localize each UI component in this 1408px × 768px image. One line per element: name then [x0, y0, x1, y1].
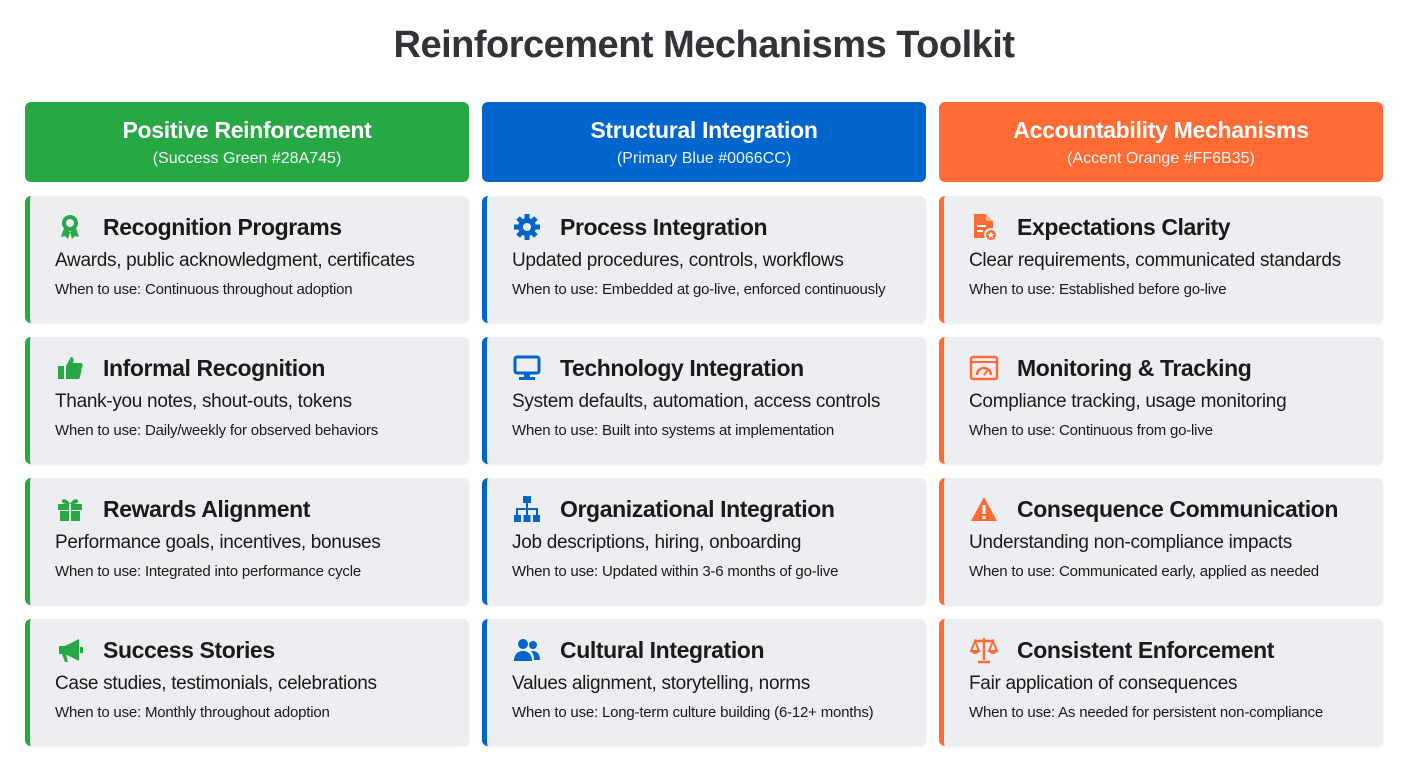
- card-title: Consequence Communication: [1017, 495, 1338, 522]
- award-ribbon-icon: [55, 212, 85, 242]
- card-when-to-use: When to use: Communicated early, applied…: [969, 563, 1319, 580]
- card-description: Performance goals, incentives, bonuses: [55, 532, 381, 553]
- card-when-to-use: When to use: Updated within 3-6 months o…: [512, 563, 839, 580]
- card-title: Expectations Clarity: [1017, 213, 1231, 240]
- mechanism-card: Monitoring & Tracking Compliance trackin…: [939, 337, 1383, 464]
- column-header: Structural Integration (Primary Blue #00…: [482, 102, 926, 182]
- gift-icon: [55, 494, 85, 524]
- card-when-to-use: When to use: As needed for persistent no…: [969, 704, 1323, 721]
- mechanism-card: Technology Integration System defaults, …: [482, 337, 926, 464]
- card-when-to-use: When to use: Monthly throughout adoption: [55, 704, 330, 721]
- card-title: Process Integration: [560, 213, 768, 240]
- document-star-icon: [969, 212, 999, 242]
- mechanism-card: Success Stories Case studies, testimonia…: [25, 619, 469, 746]
- column-subtitle: (Accent Orange #FF6B35): [1067, 150, 1255, 167]
- card-description: Understanding non-compliance impacts: [969, 532, 1292, 553]
- card-when-to-use: When to use: Long-term culture building …: [512, 704, 874, 721]
- card-when-to-use: When to use: Built into systems at imple…: [512, 422, 835, 439]
- gear-icon: [512, 212, 542, 242]
- card-description: Awards, public acknowledgment, certifica…: [55, 250, 415, 271]
- card-description: Updated procedures, controls, workflows: [512, 250, 844, 271]
- card-when-to-use: When to use: Continuous throughout adopt…: [55, 281, 353, 298]
- org-chart-icon: [512, 494, 542, 524]
- column-header: Accountability Mechanisms (Accent Orange…: [939, 102, 1383, 182]
- megaphone-icon: [55, 635, 85, 665]
- card-when-to-use: When to use: Integrated into performance…: [55, 563, 361, 580]
- card-title: Consistent Enforcement: [1017, 636, 1275, 663]
- card-when-to-use: When to use: Daily/weekly for observed b…: [55, 422, 379, 439]
- card-title: Rewards Alignment: [103, 495, 311, 522]
- card-title: Recognition Programs: [103, 213, 342, 240]
- mechanism-card: Expectations Clarity Clear requirements,…: [939, 196, 1383, 323]
- card-description: System defaults, automation, access cont…: [512, 391, 881, 412]
- users-icon: [512, 635, 542, 665]
- card-title: Technology Integration: [560, 354, 804, 381]
- monitor-icon: [512, 353, 542, 383]
- column-0: Positive Reinforcement (Success Green #2…: [25, 102, 469, 746]
- card-description: Fair application of consequences: [969, 673, 1238, 694]
- column-header: Positive Reinforcement (Success Green #2…: [25, 102, 469, 182]
- card-description: Thank-you notes, shout-outs, tokens: [55, 391, 352, 412]
- mechanism-card: Cultural Integration Values alignment, s…: [482, 619, 926, 746]
- mechanism-card: Organizational Integration Job descripti…: [482, 478, 926, 605]
- card-when-to-use: When to use: Embedded at go-live, enforc…: [512, 281, 886, 298]
- scales-icon: [969, 635, 999, 665]
- card-description: Values alignment, storytelling, norms: [512, 673, 810, 694]
- card-title: Cultural Integration: [560, 636, 765, 663]
- card-title: Success Stories: [103, 636, 275, 663]
- card-title: Informal Recognition: [103, 354, 326, 381]
- column-1: Structural Integration (Primary Blue #00…: [482, 102, 926, 746]
- card-title: Monitoring & Tracking: [1017, 354, 1252, 381]
- card-description: Clear requirements, communicated standar…: [969, 250, 1341, 271]
- column-subtitle: (Success Green #28A745): [152, 150, 342, 167]
- mechanism-card: Rewards Alignment Performance goals, inc…: [25, 478, 469, 605]
- mechanism-card: Process Integration Updated procedures, …: [482, 196, 926, 323]
- mechanism-card: Consequence Communication Understanding …: [939, 478, 1383, 605]
- card-when-to-use: When to use: Established before go-live: [969, 281, 1227, 298]
- mechanism-card: Informal Recognition Thank-you notes, sh…: [25, 337, 469, 464]
- mechanism-card: Consistent Enforcement Fair application …: [939, 619, 1383, 746]
- column-title: Structural Integration: [590, 117, 818, 143]
- card-description: Job descriptions, hiring, onboarding: [512, 532, 802, 553]
- thumbs-up-icon: [55, 353, 85, 383]
- column-2: Accountability Mechanisms (Accent Orange…: [939, 102, 1383, 746]
- column-title: Accountability Mechanisms: [1013, 117, 1309, 143]
- mechanism-card: Recognition Programs Awards, public ackn…: [25, 196, 469, 323]
- column-title: Positive Reinforcement: [122, 117, 372, 143]
- column-subtitle: (Primary Blue #0066CC): [616, 150, 792, 167]
- warning-icon: [969, 494, 999, 524]
- card-description: Case studies, testimonials, celebrations: [55, 673, 377, 694]
- dashboard-gauge-icon: [969, 353, 999, 383]
- card-when-to-use: When to use: Continuous from go-live: [969, 422, 1213, 439]
- card-description: Compliance tracking, usage monitoring: [969, 391, 1287, 412]
- page-title: Reinforcement Mechanisms Toolkit: [393, 24, 1015, 66]
- card-title: Organizational Integration: [560, 495, 835, 522]
